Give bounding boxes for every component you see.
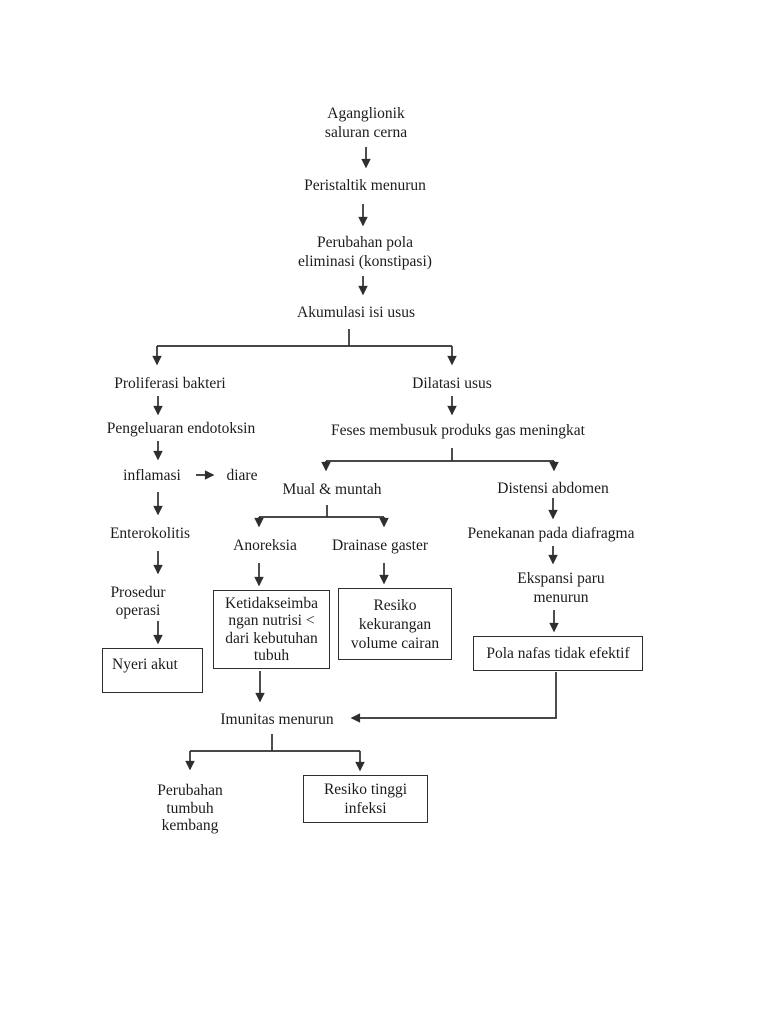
node-resiko-kekurangan-volume-cairan: Resiko kekurangan volume cairan (338, 588, 452, 660)
node-drainase-gaster: Drainase gaster (332, 537, 428, 554)
node-perubahan-pola-eliminasi: Perubahan pola eliminasi (konstipasi) (298, 234, 432, 270)
node-imunitas-menurun: Imunitas menurun (220, 711, 334, 728)
node-feses-membusuk: Feses membusuk produks gas meningkat (330, 422, 585, 439)
edge-pola-nafas-imunitas (350, 672, 557, 723)
node-enterokolitis: Enterokolitis (109, 525, 191, 542)
node-pola-nafas-tidak-efektif: Pola nafas tidak efektif (473, 636, 643, 671)
node-diare: diare (226, 467, 258, 484)
node-ketidakseimbangan-nutrisi: Ketidakseimba ngan nutrisi < dari kebutu… (213, 590, 330, 669)
node-ekspansi-paru-menurun: Ekspansi paru menurun (517, 570, 605, 606)
node-aganglionik: Aganglionik saluran cerna (324, 105, 408, 141)
node-perubahan-tumbuh-kembang: Perubahan tumbuh kembang (157, 782, 223, 834)
node-resiko-tinggi-infeksi: Resiko tinggi infeksi (303, 775, 428, 823)
node-akumulasi-isi-usus: Akumulasi isi usus (297, 304, 415, 321)
node-proliferasi-bakteri: Proliferasi bakteri (114, 375, 226, 392)
node-peristaltik-menurun: Peristaltik menurun (304, 177, 426, 194)
node-prosedur-operasi: Prosedur operasi (110, 584, 166, 619)
node-anoreksia: Anoreksia (233, 537, 297, 554)
node-nyeri-akut: Nyeri akut (102, 648, 203, 693)
node-penekanan-diafragma: Penekanan pada diafragma (467, 525, 635, 542)
node-inflamasi: inflamasi (123, 467, 181, 484)
node-mual-muntah: Mual & muntah (282, 481, 382, 498)
node-distensi-abdomen: Distensi abdomen (497, 480, 609, 497)
node-dilatasi-usus: Dilatasi usus (412, 375, 492, 392)
node-pengeluaran-endotoksin: Pengeluaran endotoksin (106, 420, 256, 437)
